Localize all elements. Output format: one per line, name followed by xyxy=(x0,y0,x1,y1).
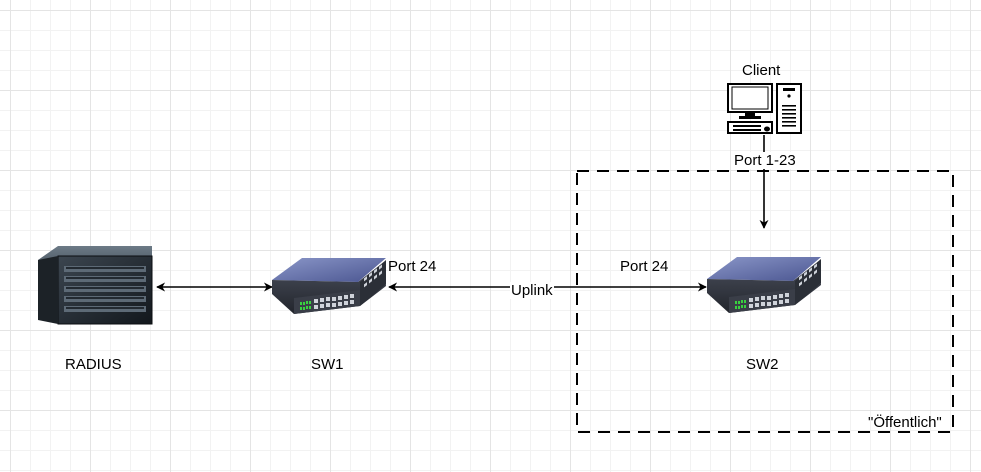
zone-label: "Öffentlich" xyxy=(868,414,942,431)
client-port-label: Port 1-23 xyxy=(733,152,797,169)
sw1-port-label: Port 24 xyxy=(388,258,437,275)
uplink-label: Uplink xyxy=(510,282,554,299)
network-switch-icon[interactable] xyxy=(707,257,821,313)
network-switch-icon[interactable] xyxy=(272,258,386,314)
sw1-label: SW1 xyxy=(311,356,344,373)
public-zone-boundary xyxy=(576,170,954,433)
desktop-computer-icon[interactable] xyxy=(727,83,802,134)
sw2-port-label: Port 24 xyxy=(620,258,669,275)
sw2-label: SW2 xyxy=(746,356,779,373)
client-label: Client xyxy=(742,62,781,79)
radius-label: RADIUS xyxy=(65,356,122,373)
server-rack-icon[interactable] xyxy=(38,246,153,325)
